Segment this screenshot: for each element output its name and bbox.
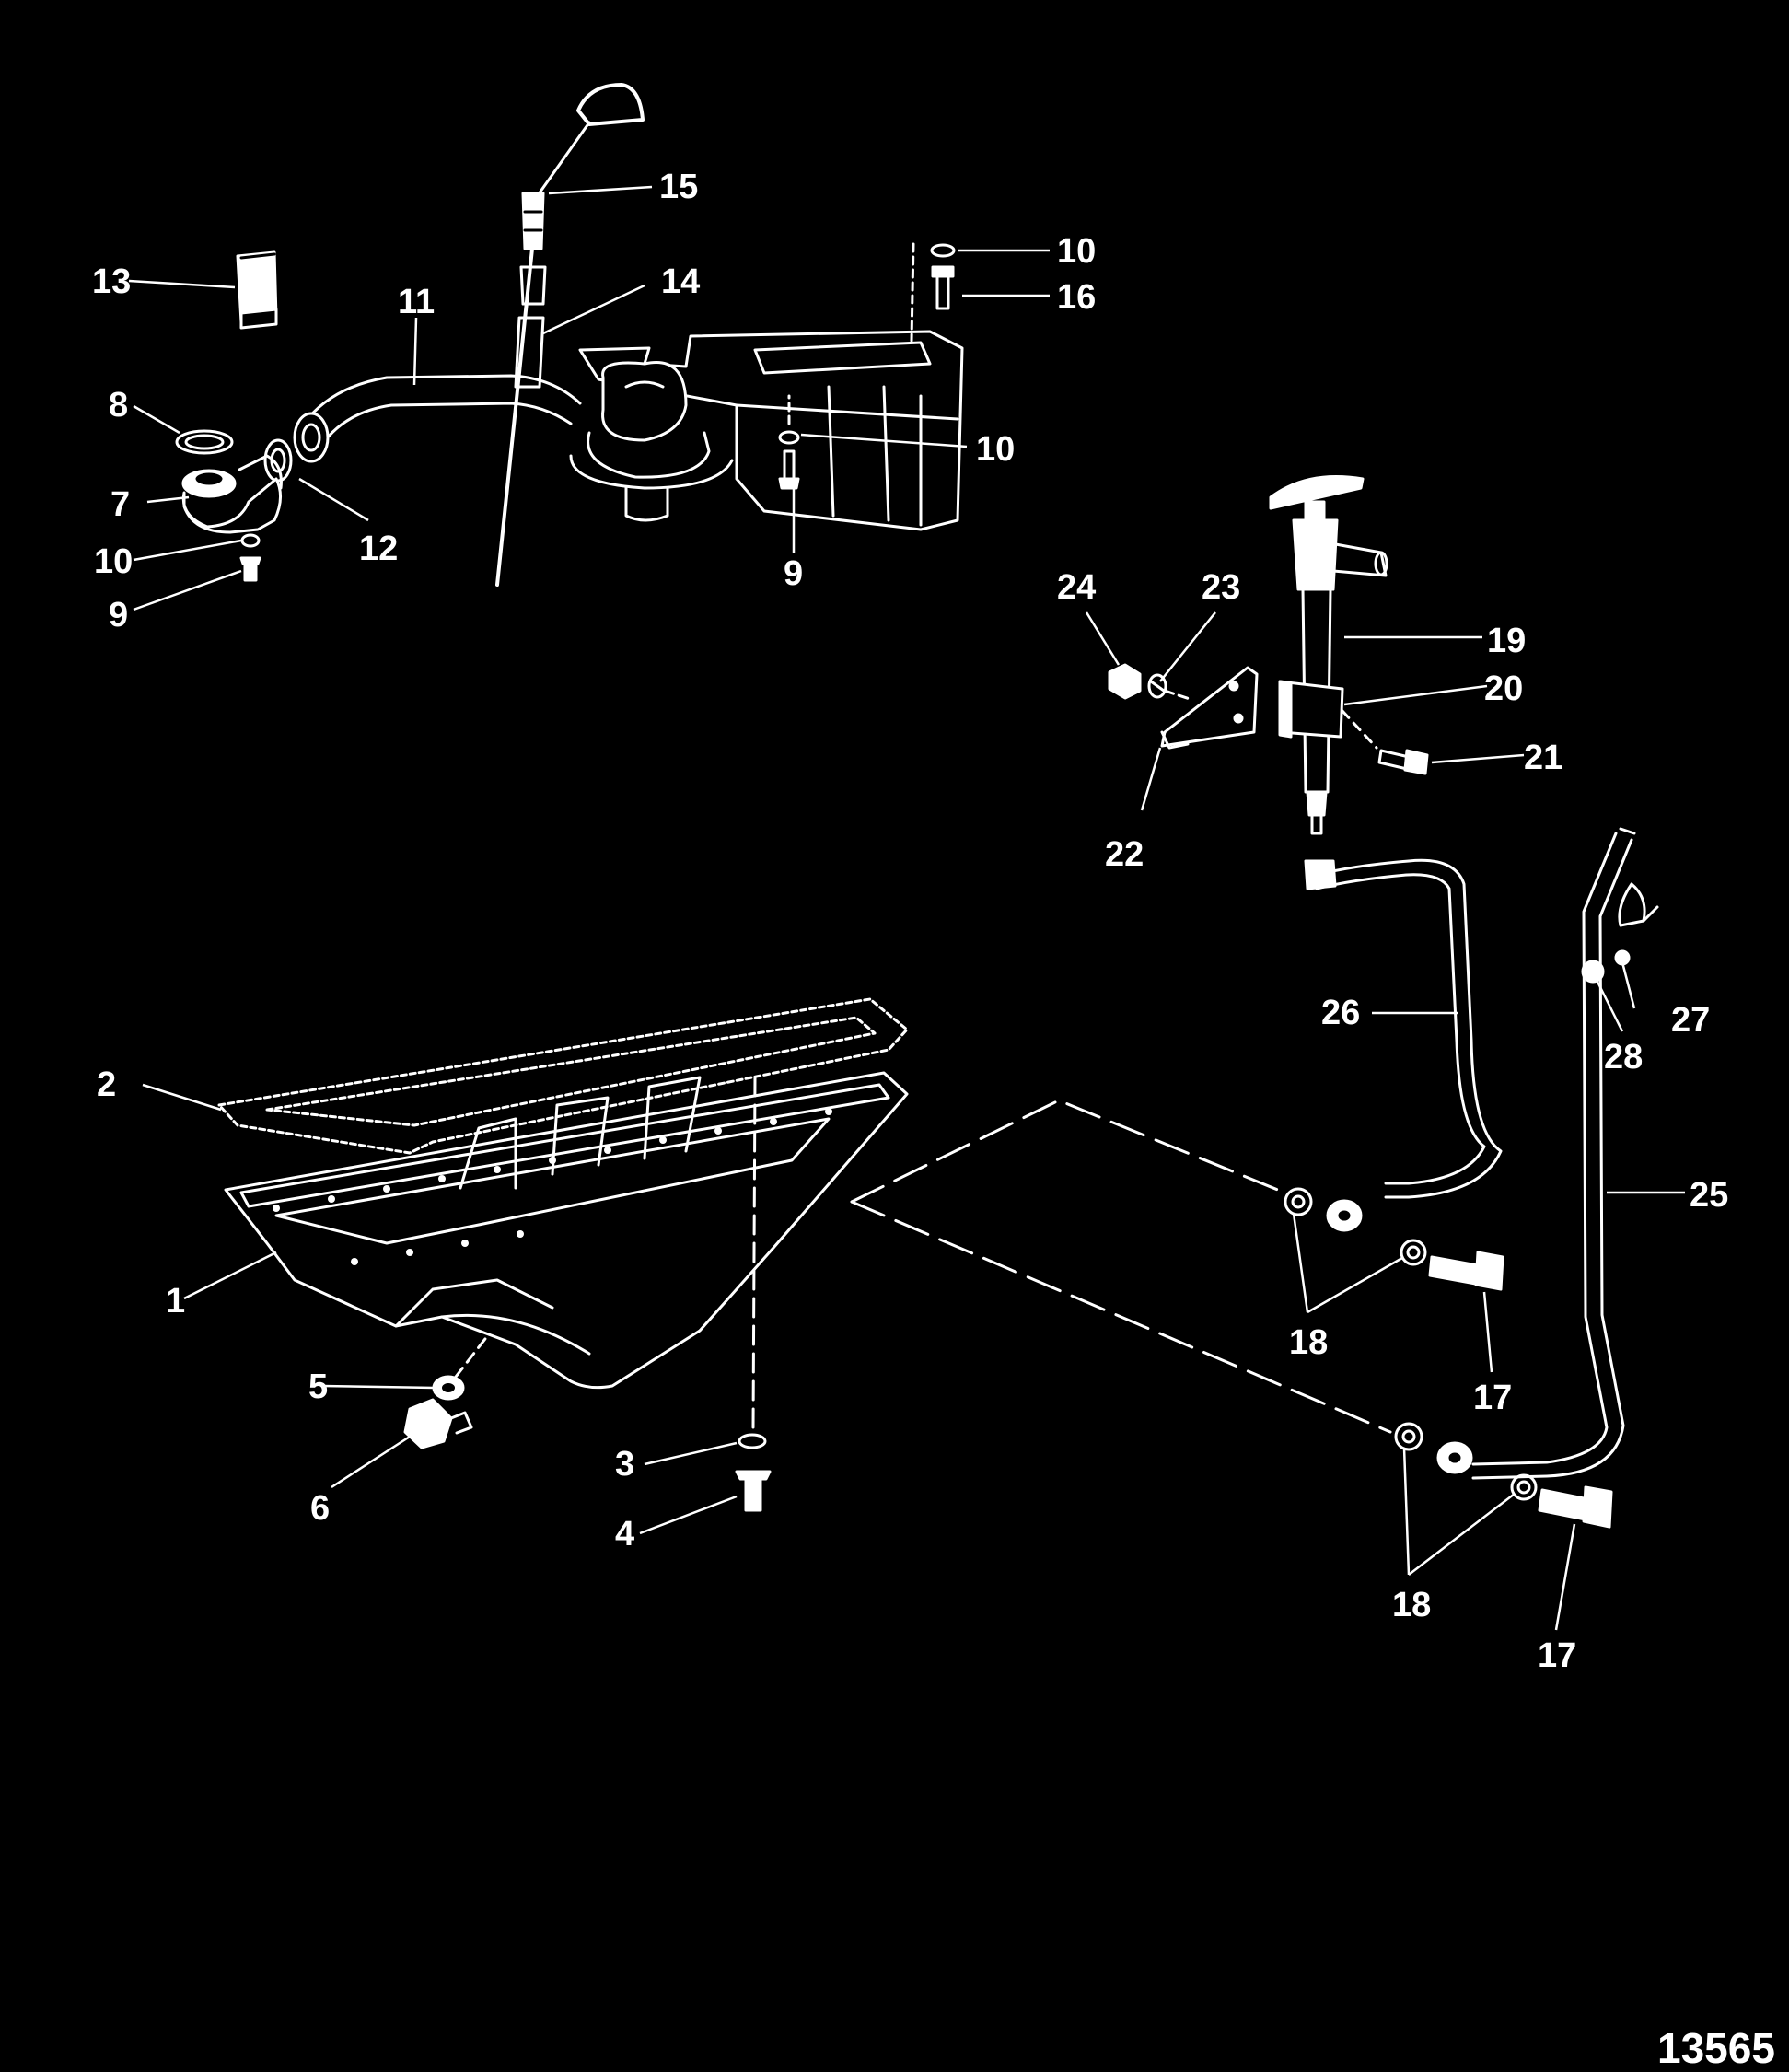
dipstick-tube-upper	[514, 265, 547, 389]
leader-lines	[128, 185, 1685, 1631]
filler-tube	[236, 250, 278, 330]
callout-9-center: 9	[784, 554, 803, 593]
callout-12: 12	[359, 530, 398, 568]
dipstick-tube	[293, 374, 582, 463]
adapter-washer-bolt	[239, 533, 261, 582]
oil-pan-gasket	[217, 997, 909, 1155]
tube-o-ring	[263, 438, 293, 483]
oil-pan	[224, 1071, 909, 1390]
callout-19: 19	[1487, 622, 1526, 660]
screen-bolt	[778, 394, 800, 490]
callout-17-lower: 17	[1538, 1636, 1576, 1675]
callout-10-mid: 10	[976, 430, 1015, 469]
oil-filter-adapter	[181, 454, 283, 534]
callout-10-upper: 10	[1057, 232, 1096, 271]
pump-bracket	[1160, 666, 1259, 750]
callout-26: 26	[1321, 994, 1360, 1032]
callout-18-upper: 18	[1289, 1323, 1328, 1362]
callout-27: 27	[1671, 1001, 1710, 1040]
callout-17-upper: 17	[1473, 1379, 1512, 1417]
screen-upper-bolt	[910, 242, 956, 343]
callout-18-lower: 18	[1392, 1586, 1431, 1624]
oil-pump-screen	[569, 330, 964, 531]
callout-21: 21	[1524, 739, 1562, 777]
pan-bolt	[735, 1076, 772, 1512]
callout-7: 7	[110, 485, 130, 524]
figure-number: 13565	[1657, 2024, 1775, 2072]
callout-28: 28	[1604, 1038, 1643, 1077]
oil-drain-pump	[1269, 475, 1388, 835]
clamp-screw	[1377, 749, 1429, 775]
callout-23: 23	[1202, 568, 1240, 607]
callout-4: 4	[615, 1515, 634, 1554]
callout-24: 24	[1057, 568, 1096, 607]
callout-1: 1	[166, 1282, 185, 1321]
callout-labels: 1 2 3 4 5 6 7 8 9 9 10 10 10 11 12 13 14…	[92, 168, 1728, 1675]
drain-plug-washer	[432, 1375, 465, 1401]
drain-plug	[403, 1398, 473, 1449]
callout-11: 11	[398, 283, 435, 321]
callout-20: 20	[1484, 669, 1523, 708]
callout-13: 13	[92, 262, 131, 301]
line-clip-nut	[1581, 960, 1605, 984]
callout-5: 5	[308, 1368, 328, 1406]
callout-6: 6	[310, 1489, 330, 1528]
bracket-nut	[1108, 663, 1142, 700]
callout-8: 8	[109, 386, 128, 425]
line-fitting-upper	[1284, 1187, 1504, 1291]
callout-16: 16	[1057, 278, 1096, 317]
callout-10-left: 10	[94, 542, 133, 581]
adapter-seal	[175, 429, 234, 455]
callout-22: 22	[1105, 835, 1144, 874]
assembly-lines	[850, 1099, 1392, 1434]
line-fitting-lower	[1394, 1422, 1613, 1529]
bracket-lock-washer	[1147, 673, 1167, 699]
callout-3: 3	[615, 1445, 634, 1484]
drain-line-short	[1304, 858, 1503, 1199]
line-clip-washer	[1614, 949, 1631, 966]
callout-2: 2	[97, 1065, 116, 1104]
pump-clamp	[1278, 680, 1378, 750]
callout-25: 25	[1690, 1176, 1728, 1215]
callout-15: 15	[659, 168, 698, 206]
drain-line-long	[1471, 827, 1659, 1480]
callout-14: 14	[661, 262, 700, 301]
callout-9-left: 9	[109, 596, 128, 634]
